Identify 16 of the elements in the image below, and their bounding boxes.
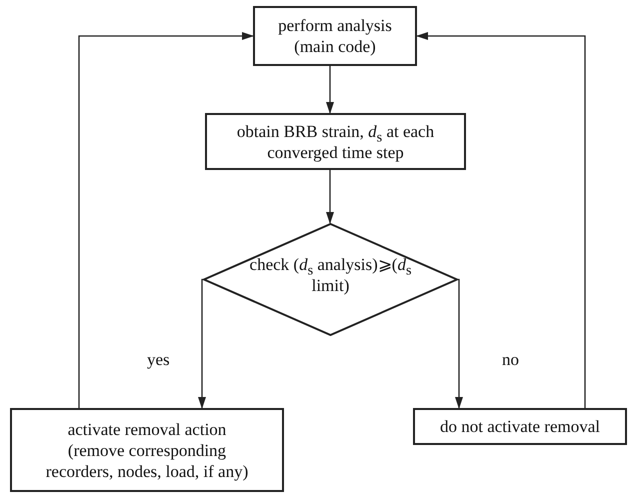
process-box <box>413 408 627 445</box>
arrow <box>326 66 334 114</box>
process-box <box>253 6 417 66</box>
decision-diamond <box>203 223 458 336</box>
node-text: check (d$_{s}$ analysis)⩾(d$_{s}$ limit) <box>248 254 412 296</box>
node-text: activate removal action (remove corresponding recorders, nodes, load, if any) <box>44 418 250 482</box>
arrow <box>455 278 463 409</box>
arrow <box>198 278 206 409</box>
arrow <box>416 32 586 408</box>
process-box <box>205 113 466 170</box>
node-text: obtain BRB strain, d$_{s}$ at each converged time step <box>236 120 436 162</box>
node-text: perform analysis (main code) <box>277 15 393 57</box>
process-box <box>10 408 284 492</box>
node-text: do not activate removal <box>440 416 600 437</box>
arrow <box>78 32 254 408</box>
arrow <box>326 170 334 224</box>
